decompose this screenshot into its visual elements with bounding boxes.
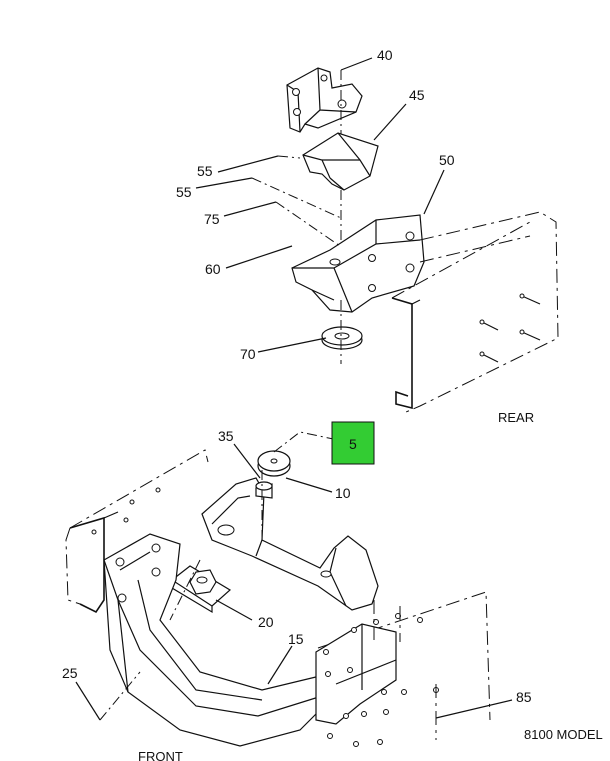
part-40-bracket [286, 67, 363, 133]
rear-frame-rail [391, 211, 559, 413]
part-85-frame-section [315, 591, 491, 747]
label-part-75[interactable]: 75 [204, 211, 220, 227]
label-part-50[interactable]: 50 [439, 152, 455, 168]
part-5-cap [257, 450, 291, 477]
label-part-60[interactable]: 60 [205, 261, 221, 277]
leaders-upper [195, 57, 445, 353]
part-70-bushing [321, 326, 363, 350]
part-60-mount-bracket [291, 214, 425, 313]
label-part-40[interactable]: 40 [377, 47, 393, 63]
part-45-saddle [302, 132, 379, 191]
label-part-35[interactable]: 35 [218, 428, 234, 444]
label-part-10[interactable]: 10 [335, 485, 351, 501]
label-part-15[interactable]: 15 [288, 631, 304, 647]
label-part-55-upper[interactable]: 55 [197, 163, 213, 179]
label-part-70[interactable]: 70 [240, 346, 256, 362]
label-part-25[interactable]: 25 [62, 665, 78, 681]
caption-front: FRONT [138, 749, 183, 761]
part-10-cradle [201, 477, 379, 611]
caption-rear: REAR [498, 410, 534, 425]
label-part-45[interactable]: 45 [409, 87, 425, 103]
label-part-5[interactable]: 5 [349, 436, 357, 452]
front-frame-rail [65, 449, 209, 614]
leaders-lower [75, 431, 513, 721]
label-part-55-lower[interactable]: 55 [176, 184, 192, 200]
label-part-85[interactable]: 85 [516, 689, 532, 705]
highlight-box-part-5[interactable] [331, 421, 375, 465]
label-part-20[interactable]: 20 [258, 614, 274, 630]
caption-model: 8100 MODEL [524, 727, 603, 742]
part-20-isolator [170, 565, 232, 614]
